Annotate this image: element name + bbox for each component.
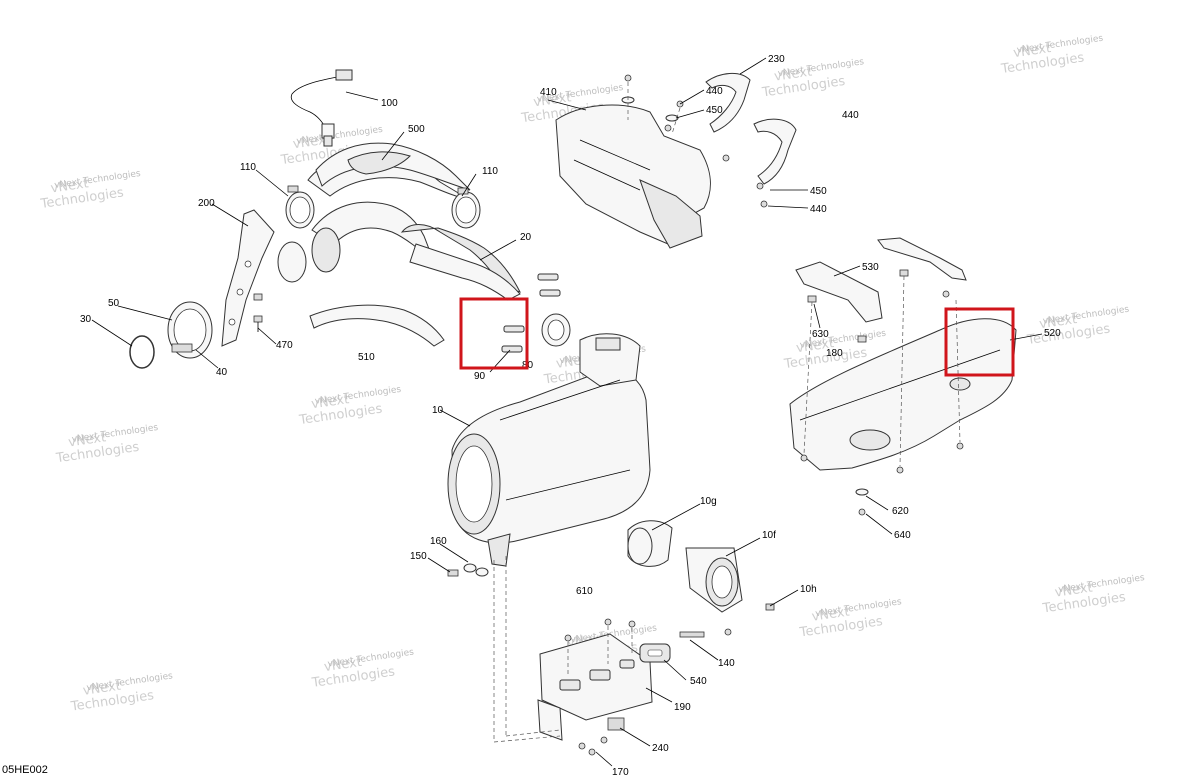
watermark-text: vNext Technologies bbox=[777, 57, 865, 79]
callout-190: 190 bbox=[674, 702, 691, 713]
clamp-110-right bbox=[451, 187, 481, 229]
callout-150: 150 bbox=[410, 551, 427, 562]
tailpipe-end-10f bbox=[685, 547, 743, 613]
callout-200: 200 bbox=[198, 198, 215, 209]
watermark-text: vNext Technologies bbox=[327, 647, 415, 669]
springs-90 bbox=[501, 273, 561, 353]
callout-630: 630 bbox=[812, 329, 829, 340]
isolator-540 bbox=[639, 643, 671, 663]
callout-610: 610 bbox=[576, 586, 593, 597]
hardware-610-140-170-240 bbox=[564, 618, 732, 756]
diagram-code: 05HE002 bbox=[2, 764, 48, 776]
callout-40: 40 bbox=[216, 367, 228, 378]
callout-510: 510 bbox=[358, 352, 375, 363]
watermark-text: vNext bbox=[773, 64, 813, 84]
watermark-text: vNext bbox=[1054, 580, 1094, 600]
callout-10: 10 bbox=[432, 405, 444, 416]
tailpipe-10g bbox=[627, 520, 673, 567]
bracket-230-upper bbox=[705, 73, 751, 133]
callout-530: 530 bbox=[862, 262, 879, 273]
highlight-box-springs bbox=[459, 297, 529, 370]
watermark-text: vNext bbox=[50, 176, 90, 196]
bolt-470 bbox=[253, 293, 263, 332]
watermark-text: vNext bbox=[323, 655, 363, 675]
callout-230: 230 bbox=[768, 54, 785, 65]
heat-shield-510 bbox=[309, 304, 445, 347]
gasket-30 bbox=[129, 335, 155, 369]
callout-450: 450 bbox=[706, 105, 723, 116]
watermark-text: vNext Technologies bbox=[1016, 34, 1104, 56]
leader-lines bbox=[91, 57, 1043, 767]
watermark-text: vNext bbox=[1012, 41, 1052, 61]
watermark-text: vNext bbox=[67, 430, 107, 450]
heat-shield-500 bbox=[315, 142, 471, 191]
bracket-530 bbox=[795, 237, 967, 323]
callout-410: 410 bbox=[540, 87, 557, 98]
watermark-text: vNext bbox=[811, 605, 851, 625]
dashed-mount-lines bbox=[493, 556, 633, 743]
callout-470: 470 bbox=[276, 340, 293, 351]
callout-180: 180 bbox=[826, 348, 843, 359]
catalytic-converter-20 bbox=[277, 227, 521, 301]
clamp-110-left bbox=[285, 185, 315, 229]
callout-30: 30 bbox=[80, 314, 92, 325]
callout-170: 170 bbox=[612, 767, 629, 778]
highlight-box-heat-shield bbox=[944, 307, 1015, 377]
callout-620: 620 bbox=[892, 506, 909, 517]
ring-80 bbox=[541, 313, 571, 347]
callout-440: 440 bbox=[810, 204, 827, 215]
callout-640: 640 bbox=[894, 530, 911, 541]
callout-110: 110 bbox=[482, 166, 498, 177]
watermark-text: vNext bbox=[533, 90, 573, 110]
callout-10g: 10g bbox=[700, 496, 717, 507]
watermark-text: vNext Technologies bbox=[314, 385, 402, 407]
bracket-230-lower bbox=[753, 118, 797, 185]
bracket-200 bbox=[221, 209, 275, 347]
watermark-text: vNext Technologies bbox=[1058, 573, 1146, 595]
heat-shield-410 bbox=[555, 104, 711, 249]
hardware-180-620-630-640 bbox=[800, 269, 964, 516]
callout-90: 90 bbox=[474, 371, 486, 382]
watermark-text: vNext Technologies bbox=[86, 671, 174, 693]
hardware-150-160-10h bbox=[447, 533, 775, 611]
watermark-text: vNext Technologies bbox=[54, 169, 142, 191]
callout-440: 440 bbox=[842, 110, 859, 121]
watermark-text: vNext Technologies bbox=[71, 423, 159, 445]
callout-240: 240 bbox=[652, 743, 669, 754]
callout-110: 110 bbox=[240, 162, 256, 173]
watermark-text: vNext Technologies bbox=[815, 597, 903, 619]
watermark-text: vNext bbox=[310, 392, 350, 412]
watermark-text: vNext bbox=[795, 336, 835, 356]
callout-500: 500 bbox=[408, 124, 425, 135]
callout-50: 50 bbox=[108, 298, 120, 309]
bracket-190 bbox=[537, 633, 653, 741]
watermark-text: vNext bbox=[1038, 312, 1078, 332]
callout-140: 140 bbox=[718, 658, 735, 669]
callout-450: 450 bbox=[810, 186, 827, 197]
callout-100: 100 bbox=[381, 98, 398, 109]
callout-labels: 100 500 110 110 200 20 50 30 40 470 510 … bbox=[80, 54, 1061, 778]
watermark-text: vNext bbox=[82, 679, 122, 699]
callout-160: 160 bbox=[430, 536, 447, 547]
callout-540: 540 bbox=[690, 676, 707, 687]
callout-20: 20 bbox=[520, 232, 532, 243]
callout-440: 440 bbox=[706, 86, 723, 97]
clamp-40 bbox=[167, 301, 213, 359]
muffler-10 bbox=[447, 333, 651, 544]
callout-520: 520 bbox=[1044, 328, 1061, 339]
oxygen-sensor bbox=[290, 69, 353, 147]
callout-10f: 10f bbox=[762, 530, 776, 541]
callout-10h: 10h bbox=[800, 584, 817, 595]
watermark-text: vNext Technologies bbox=[1042, 305, 1130, 327]
